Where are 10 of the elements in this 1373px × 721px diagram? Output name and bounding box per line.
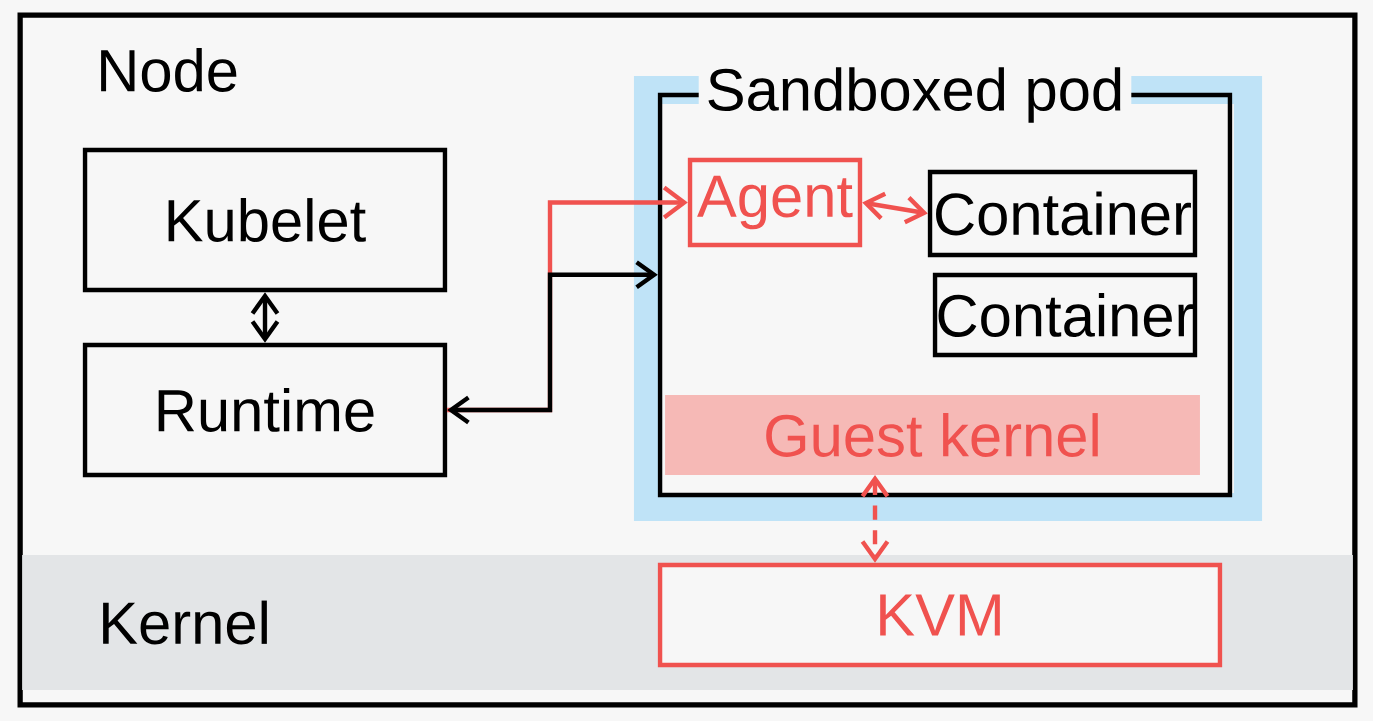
container-box: Container <box>932 272 1198 358</box>
container-box: Container <box>927 169 1198 258</box>
dashed-arrow <box>860 475 890 563</box>
process-box: Runtime <box>82 342 448 478</box>
agent-box: Agent <box>687 157 863 248</box>
arrow <box>447 260 658 425</box>
process-box: Kubelet <box>82 147 448 293</box>
guest-kernel-band: Guest kernel <box>665 395 1200 475</box>
kvm-box: KVM <box>657 562 1223 668</box>
arrow <box>862 191 928 225</box>
